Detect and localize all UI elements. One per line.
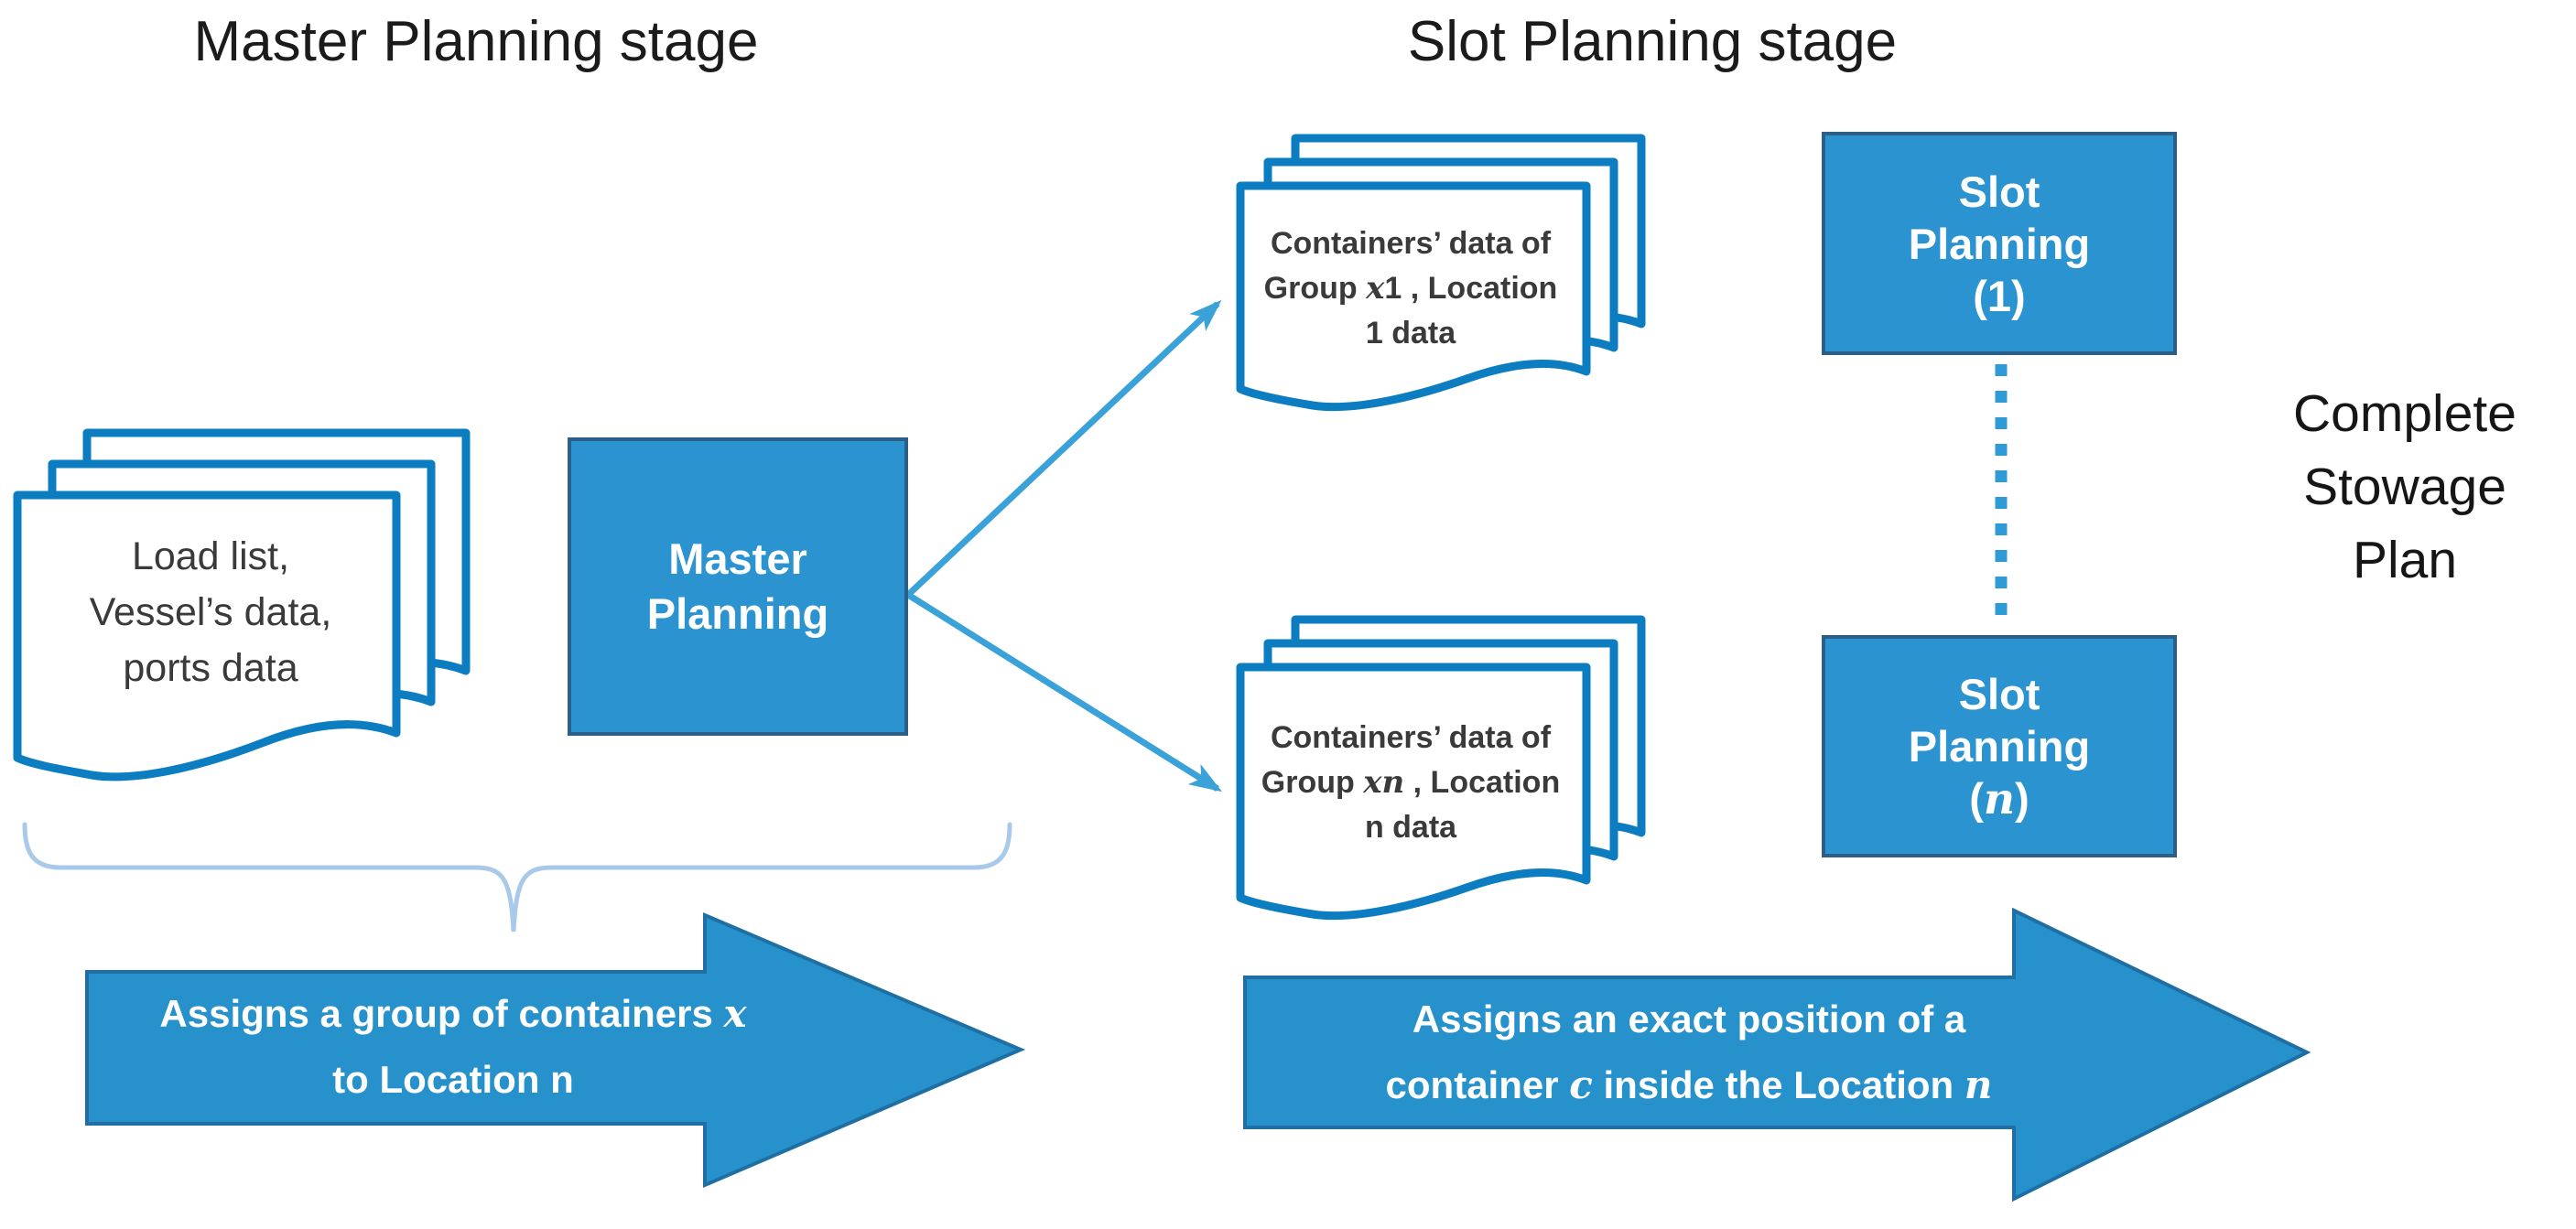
slot-planning-n-box: Slot Planning (n) bbox=[1822, 635, 2177, 857]
plan-line2: Stowage bbox=[2303, 458, 2506, 516]
group1-line2-text2: , Location bbox=[1402, 271, 1558, 306]
grouping-brace bbox=[22, 822, 1012, 933]
group1-line2-text: Group bbox=[1263, 271, 1367, 306]
groupn-line1: Containers’ data of bbox=[1270, 720, 1552, 755]
slot-stage-title: Slot Planning stage bbox=[1407, 10, 1898, 73]
slot1-line2: Planning bbox=[1908, 219, 2091, 268]
group1-line1: Containers’ data of bbox=[1270, 226, 1552, 261]
input-docs-line3: ports data bbox=[123, 646, 298, 690]
input-docs-line2: Vessel’s data, bbox=[89, 590, 332, 634]
master-planning-line2: Planning bbox=[646, 589, 829, 638]
master-planning-box: Master Planning bbox=[568, 437, 908, 736]
groupn-line3: n data bbox=[1364, 810, 1457, 845]
master-planning-line1: Master bbox=[668, 534, 807, 583]
plan-line3: Plan bbox=[2352, 531, 2458, 589]
slotn-paren-close: ) bbox=[2015, 773, 2029, 823]
groupn-line2-text2: , Location bbox=[1404, 765, 1561, 800]
input-docs-line1: Load list, bbox=[131, 534, 290, 578]
document-page-front bbox=[13, 491, 401, 782]
group1-line3: 1 data bbox=[1365, 316, 1456, 350]
group1-docs-label: Containers’ data of Group x1 , Location … bbox=[1250, 221, 1572, 356]
master-arrow-line2: to Location n bbox=[332, 1058, 574, 1101]
slot1-line3: (1) bbox=[1973, 271, 2026, 320]
groupn-docs-stack bbox=[1236, 615, 1646, 921]
connector-arrow-to-group1 bbox=[905, 299, 1222, 598]
slotn-line2: Planning bbox=[1908, 721, 2091, 771]
master-arrow-line1-text: Assigns a group of containers bbox=[159, 992, 724, 1035]
slot-arrow-line2-text2: inside the Location bbox=[1592, 1063, 1964, 1106]
slot-arrow-line2-variable-n: n bbox=[1964, 1062, 1993, 1107]
complete-stowage-plan-label: Complete Stowage Plan bbox=[2234, 377, 2576, 597]
slotn-paren-open: ( bbox=[1969, 773, 1984, 823]
group1-line2-variable: x bbox=[1366, 270, 1385, 307]
input-docs-stack bbox=[13, 428, 471, 782]
slotn-line1: Slot bbox=[1958, 669, 2040, 718]
slot-arrow-line2-text: container bbox=[1385, 1063, 1570, 1106]
slot1-line1: Slot bbox=[1958, 167, 2040, 216]
group1-docs-stack bbox=[1236, 134, 1646, 412]
document-page-front bbox=[1236, 181, 1591, 412]
master-arrow-line1-variable: x bbox=[723, 991, 747, 1036]
group1-line2-number: 1 bbox=[1384, 271, 1402, 306]
group1-line2: Group x1 , Location bbox=[1250, 266, 1572, 311]
slot-arrow-line1: Assigns an exact position of a bbox=[1412, 997, 1966, 1040]
plan-line1: Complete bbox=[2293, 384, 2516, 443]
master-arrow-line1: Assigns a group of containers x bbox=[87, 981, 819, 1047]
groupn-line2-variable: xn bbox=[1363, 764, 1405, 801]
slot-arrow-line2: container c inside the Location n bbox=[1254, 1052, 2124, 1118]
groupn-docs-label: Containers’ data of Group xn , Location … bbox=[1250, 716, 1572, 850]
slotn-line3: (n) bbox=[1969, 772, 2029, 825]
groupn-line2: Group xn , Location bbox=[1250, 760, 1572, 805]
input-docs-label: Load list, Vessel’s data, ports data bbox=[27, 529, 394, 696]
slot-stage-arrow-label: Assigns an exact position of a container… bbox=[1254, 986, 2124, 1118]
connector-arrow-to-groupn bbox=[906, 592, 1223, 792]
document-page-front bbox=[1236, 663, 1591, 921]
slot-planning-1-box: Slot Planning (1) bbox=[1822, 132, 2177, 355]
slotn-variable: n bbox=[1983, 773, 2016, 825]
slot-arrow-line2-variable-c: c bbox=[1569, 1062, 1593, 1107]
master-stage-title: Master Planning stage bbox=[193, 10, 759, 73]
master-stage-arrow-label: Assigns a group of containers x to Locat… bbox=[87, 981, 819, 1113]
groupn-line2-text: Group bbox=[1261, 765, 1364, 800]
